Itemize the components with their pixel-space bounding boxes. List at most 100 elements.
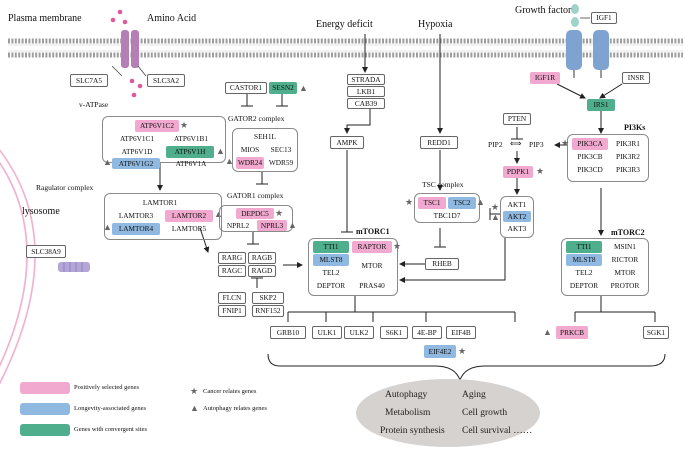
mtorc1-label: mTORC1: [356, 227, 390, 236]
cancer-star: ★: [491, 202, 500, 212]
gene-grb10: GRB10: [270, 326, 306, 339]
ragulator-group: [104, 193, 222, 240]
gene-atp6v1h: ATP6V1H: [166, 146, 214, 158]
gene-sesn2: SESN2: [269, 82, 297, 94]
gator2-label: GATOR2 complex: [228, 114, 285, 123]
gene-insr: INSR: [622, 72, 650, 84]
gator1-group: [219, 205, 293, 232]
cancer-star: ★: [275, 208, 284, 218]
gene-akt1: AKT1: [507, 199, 527, 209]
autophagy-triangle: ▲: [103, 157, 112, 167]
cancer-star: ★: [458, 346, 467, 356]
slc7a5-box: SLC7A5: [70, 74, 108, 87]
hypoxia-label: Hypoxia: [418, 19, 453, 30]
gene-atp6v1a: ATP6V1A: [175, 158, 207, 168]
autophagy-triangle: ▲: [216, 146, 225, 156]
gene-4ebp: 4E-BP: [412, 326, 442, 339]
cancer-star: ★: [180, 120, 189, 130]
gene-pras40: PRAS40: [359, 281, 385, 291]
pathway-edges: [157, 34, 666, 381]
legend-longevity-swatch: [20, 403, 70, 415]
outcome-autophagy: Autophagy: [385, 390, 428, 400]
pip2-label: PIP2: [488, 140, 503, 149]
gene-strada: STRADA: [347, 74, 385, 85]
gene-tbc1d7: TBC1D7: [433, 210, 461, 220]
amino-acid-transporter: [111, 30, 147, 77]
gene-pik3ca: PIK3CA: [572, 138, 608, 150]
legend-cancer-label: Cancer relates genes: [203, 388, 257, 395]
legend-autophagy-triangle: ▲: [190, 403, 199, 413]
gene-lamtor2: LAMTOR2: [165, 210, 213, 222]
gene-prkcb: PRKCB: [556, 326, 588, 339]
mtorc2-group: [561, 238, 649, 296]
gene-pik3r2: PIK3R2: [616, 152, 640, 162]
gene-lamtor5: LAMTOR5: [171, 224, 207, 234]
gene-rarg: RARG: [218, 252, 246, 264]
growth-factor-receptors: [566, 30, 609, 78]
gene-ragb: RAGB: [248, 252, 276, 264]
gene-eif4e2: EIF4E2: [424, 345, 456, 358]
ragulator-label: Ragulator complex: [36, 183, 94, 192]
autophagy-triangle: ▲: [288, 220, 297, 230]
amino-acid-dots: [110, 9, 143, 98]
gene-ulk1: ULK1: [312, 326, 342, 339]
gator2-group: [232, 128, 298, 172]
gene-pik3cb: PIK3CB: [577, 152, 603, 162]
mtorc2-label: mTORC2: [611, 228, 645, 237]
mtorc1-group: [308, 238, 398, 296]
gene-mtorc2-tti1: TTI1: [566, 241, 602, 253]
outcomes-ellipse: [356, 379, 540, 447]
v-atpase-group: [102, 116, 226, 163]
autophagy-triangle: ▲: [214, 209, 223, 219]
outcome-aging: Aging: [462, 390, 486, 400]
gene-mios: MIOS: [240, 145, 260, 155]
gene-ampk: AMPK: [330, 136, 364, 149]
castor1-box: CASTOR1: [225, 82, 267, 94]
gene-pik3r3: PIK3R3: [616, 165, 640, 175]
lysosome-membrane: [0, 149, 36, 385]
pi3ks-label: PI3Ks: [624, 123, 646, 132]
gene-lamtor4: LAMTOR4: [112, 223, 160, 235]
outcome-cell-survival: Cell survival ……: [462, 426, 533, 436]
gene-pten: PTEN: [503, 113, 531, 125]
gene-nprl2: NPRL2: [226, 220, 250, 230]
outcome-protein-synthesis: Protein synthesis: [380, 426, 445, 436]
cancer-star: ★: [393, 241, 402, 251]
gene-s6k1: S6K1: [380, 326, 408, 339]
gene-pik3cd: PIK3CD: [577, 165, 603, 175]
energy-deficit-label: Energy deficit: [316, 19, 373, 30]
gene-depdc5: DEPDC5: [236, 208, 274, 219]
pi3ks-group: [567, 134, 649, 182]
gene-cab39: CAB39: [347, 98, 385, 109]
gene-akt2: AKT2: [503, 211, 531, 222]
gene-tsc1: TSC1: [418, 197, 446, 209]
gene-protor: PROTOR: [610, 281, 640, 291]
amino-acid-label: Amino Acid: [147, 13, 197, 24]
tsc-group: [414, 193, 480, 223]
autophagy-triangle: ▲: [476, 197, 485, 207]
legend-longevity-label: Longevity-associated genes: [74, 405, 147, 412]
tsc-complex-label: TSC complex: [422, 180, 464, 189]
autophagy-triangle: ▲: [491, 212, 500, 222]
gene-lkb1: LKB1: [347, 86, 385, 97]
gene-pdpk1: PDPK1: [503, 166, 533, 178]
slc38a9-box: SLC38A9: [26, 245, 66, 258]
legend-convergent-label: Genes with convergent sites: [74, 426, 147, 433]
gene-seh1l: SEH1L: [254, 132, 276, 142]
gene-wdr24: WDR24: [236, 157, 264, 169]
gene-ulk2: ULK2: [344, 326, 374, 339]
gene-sec13: SEC13: [270, 145, 292, 155]
gene-pik3r1: PIK3R1: [616, 139, 640, 149]
v-atpase-label: v-ATPase: [79, 100, 109, 109]
lysosome-label: lysosome: [22, 206, 60, 217]
autophagy-triangle: ▲: [103, 222, 112, 232]
gene-mtorc1-tti1: TTI1: [313, 241, 349, 253]
slc3a2-box: SLC3A2: [147, 74, 185, 87]
gene-fnip1: FNIP1: [218, 305, 246, 317]
gene-rictor: RICTOR: [611, 255, 639, 265]
pip3-label: PIP3: [529, 140, 544, 149]
outcome-cell-growth: Cell growth: [462, 408, 508, 418]
gene-mtorc1-mtor: MTOR: [361, 261, 383, 271]
gene-mtorc2-mlst8: MLST8: [566, 254, 602, 266]
